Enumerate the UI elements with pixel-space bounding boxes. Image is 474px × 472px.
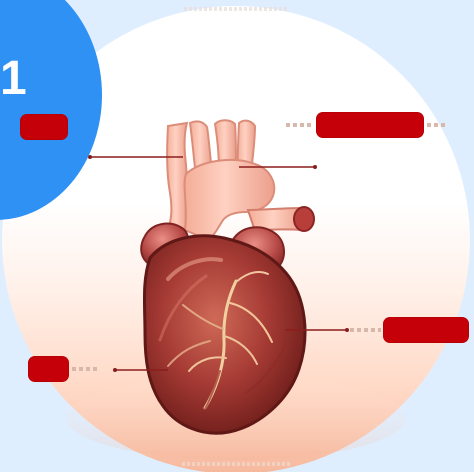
label-box-top-left bbox=[20, 114, 68, 140]
step-number: 1 bbox=[0, 54, 22, 104]
superior-vena-cava-shape bbox=[166, 123, 187, 232]
pulmonary-artery-opening bbox=[294, 207, 314, 231]
label-box-top-right bbox=[316, 112, 424, 138]
label-box-mid-right bbox=[383, 317, 469, 343]
label-box-bottom-left bbox=[28, 356, 69, 382]
